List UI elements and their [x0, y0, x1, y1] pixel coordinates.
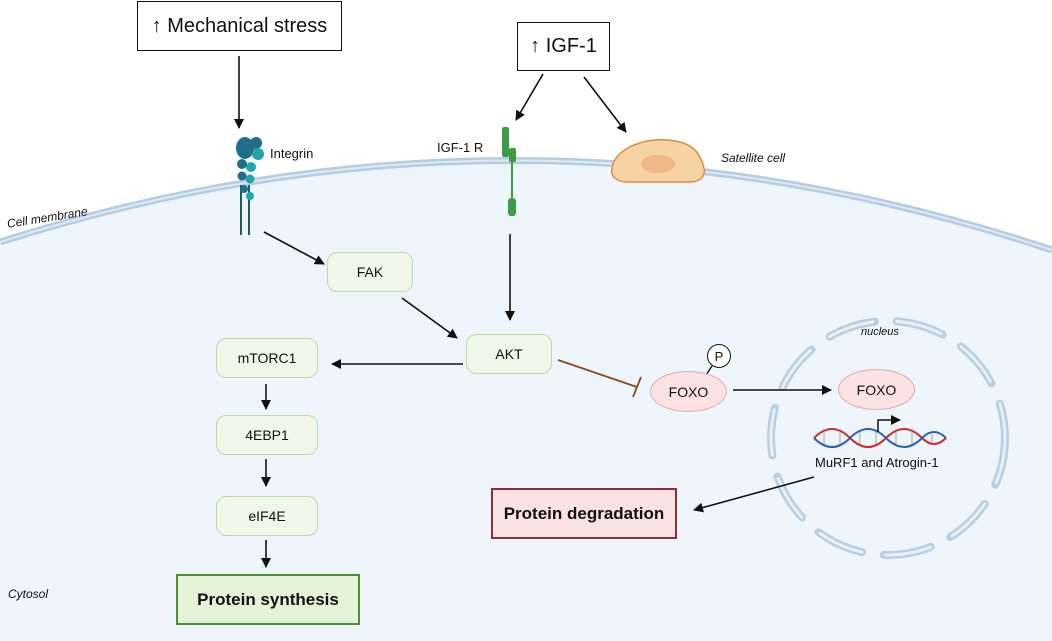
- mechanical-stress-box: ↑ Mechanical stress: [137, 1, 342, 51]
- eif4e-node: eIF4E: [216, 496, 318, 536]
- mtorc1-node: mTORC1: [216, 338, 318, 378]
- integrin-icon: [236, 137, 264, 235]
- protein-synthesis-box: Protein synthesis: [176, 574, 360, 625]
- igf1-receptor-icon: [502, 127, 516, 216]
- target-genes-label: MuRF1 and Atrogin-1: [815, 455, 939, 470]
- nucleus-label: nucleus: [861, 326, 899, 338]
- arrow-fak-akt: [401, 297, 458, 339]
- fak-node: FAK: [327, 252, 413, 292]
- protein-degradation-box: Protein degradation: [491, 488, 677, 539]
- satellite-cell-label: Satellite cell: [721, 151, 786, 165]
- inhibition-akt-foxo: [557, 359, 642, 398]
- igf1-box: ↑ IGF-1: [517, 22, 610, 71]
- igf1r-label: IGF-1 R: [437, 140, 484, 155]
- foxo-nuclear-node: FOXO: [838, 369, 915, 410]
- dna-icon: [813, 415, 947, 448]
- arrow-igf-receptor: [515, 73, 544, 121]
- foxo-phospho-node: FOXO: [650, 371, 727, 412]
- arrow-integrin-fak: [263, 231, 325, 265]
- integrin-label: Integrin: [270, 146, 314, 161]
- 4ebp1-node: 4EBP1: [216, 415, 318, 455]
- nuclear-envelope-inner: [769, 319, 1007, 557]
- satellite-cell-icon: [610, 139, 706, 183]
- cell-membrane-inner: [0, 159, 1052, 251]
- akt-node: AKT: [466, 334, 552, 374]
- cytosol-label: Cytosol: [8, 587, 49, 601]
- arrow-genes-degradation: [693, 476, 815, 513]
- arrow-igf-satellite: [583, 76, 627, 133]
- phosphate-tag: P: [707, 344, 731, 368]
